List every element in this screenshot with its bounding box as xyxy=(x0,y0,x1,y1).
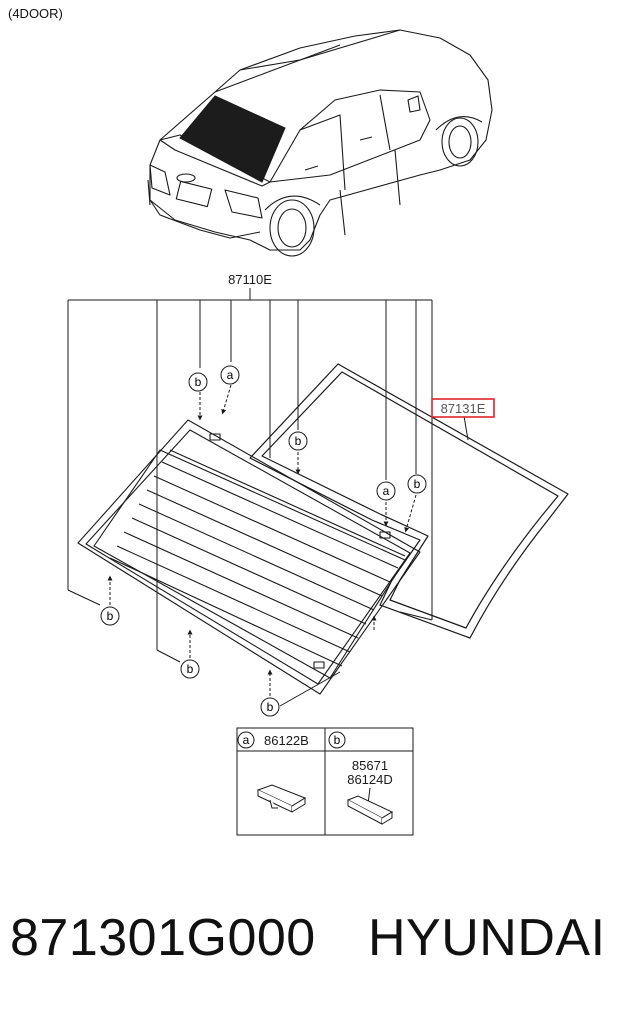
marker-a-2: a xyxy=(376,481,396,501)
leader-lines xyxy=(107,384,417,696)
variant-label: (4DOOR) xyxy=(8,6,63,21)
marker-b-3: b xyxy=(407,474,427,494)
clip-86122b-drawing xyxy=(256,784,307,813)
part-number: 871301G000 xyxy=(10,909,316,967)
highlighted-part-callout: 87131E xyxy=(441,401,486,416)
marker-b-4: b xyxy=(100,606,120,626)
legend-a-part: 86122B xyxy=(264,733,309,748)
svg-text:b: b xyxy=(334,733,341,747)
marker-b-6: b xyxy=(260,697,280,717)
assembly-callout: 87110E xyxy=(228,272,272,287)
svg-text:a: a xyxy=(243,733,250,747)
legend-marker-a: a xyxy=(237,731,255,749)
highlighted-part-box xyxy=(431,398,495,418)
svg-text:a: a xyxy=(227,368,234,382)
marker-a-1: a xyxy=(220,365,240,385)
svg-text:a: a xyxy=(383,484,390,498)
legend-b-part-1: 85671 xyxy=(352,758,388,773)
rear-glass-highlight xyxy=(179,95,286,183)
parts-diagram: 87110E 87131E xyxy=(67,29,569,836)
svg-text:b: b xyxy=(195,375,202,389)
marker-b-5: b xyxy=(180,659,200,679)
brand-name: HYUNDAI xyxy=(368,909,606,967)
marker-b-2: b xyxy=(288,431,308,451)
legend-b-part-2: 86124D xyxy=(347,772,393,787)
clip-86124d-drawing xyxy=(346,787,394,825)
legend-marker-b: b xyxy=(328,731,346,749)
svg-text:b: b xyxy=(295,434,302,448)
svg-text:b: b xyxy=(107,609,114,623)
car-illustration xyxy=(147,29,493,257)
assembly-bracket xyxy=(67,288,433,663)
rear-glass-panel xyxy=(77,419,421,695)
svg-text:b: b xyxy=(187,662,194,676)
svg-text:b: b xyxy=(414,477,421,491)
marker-b-1: b xyxy=(188,372,208,392)
legend-table xyxy=(236,727,414,836)
svg-text:b: b xyxy=(267,700,274,714)
